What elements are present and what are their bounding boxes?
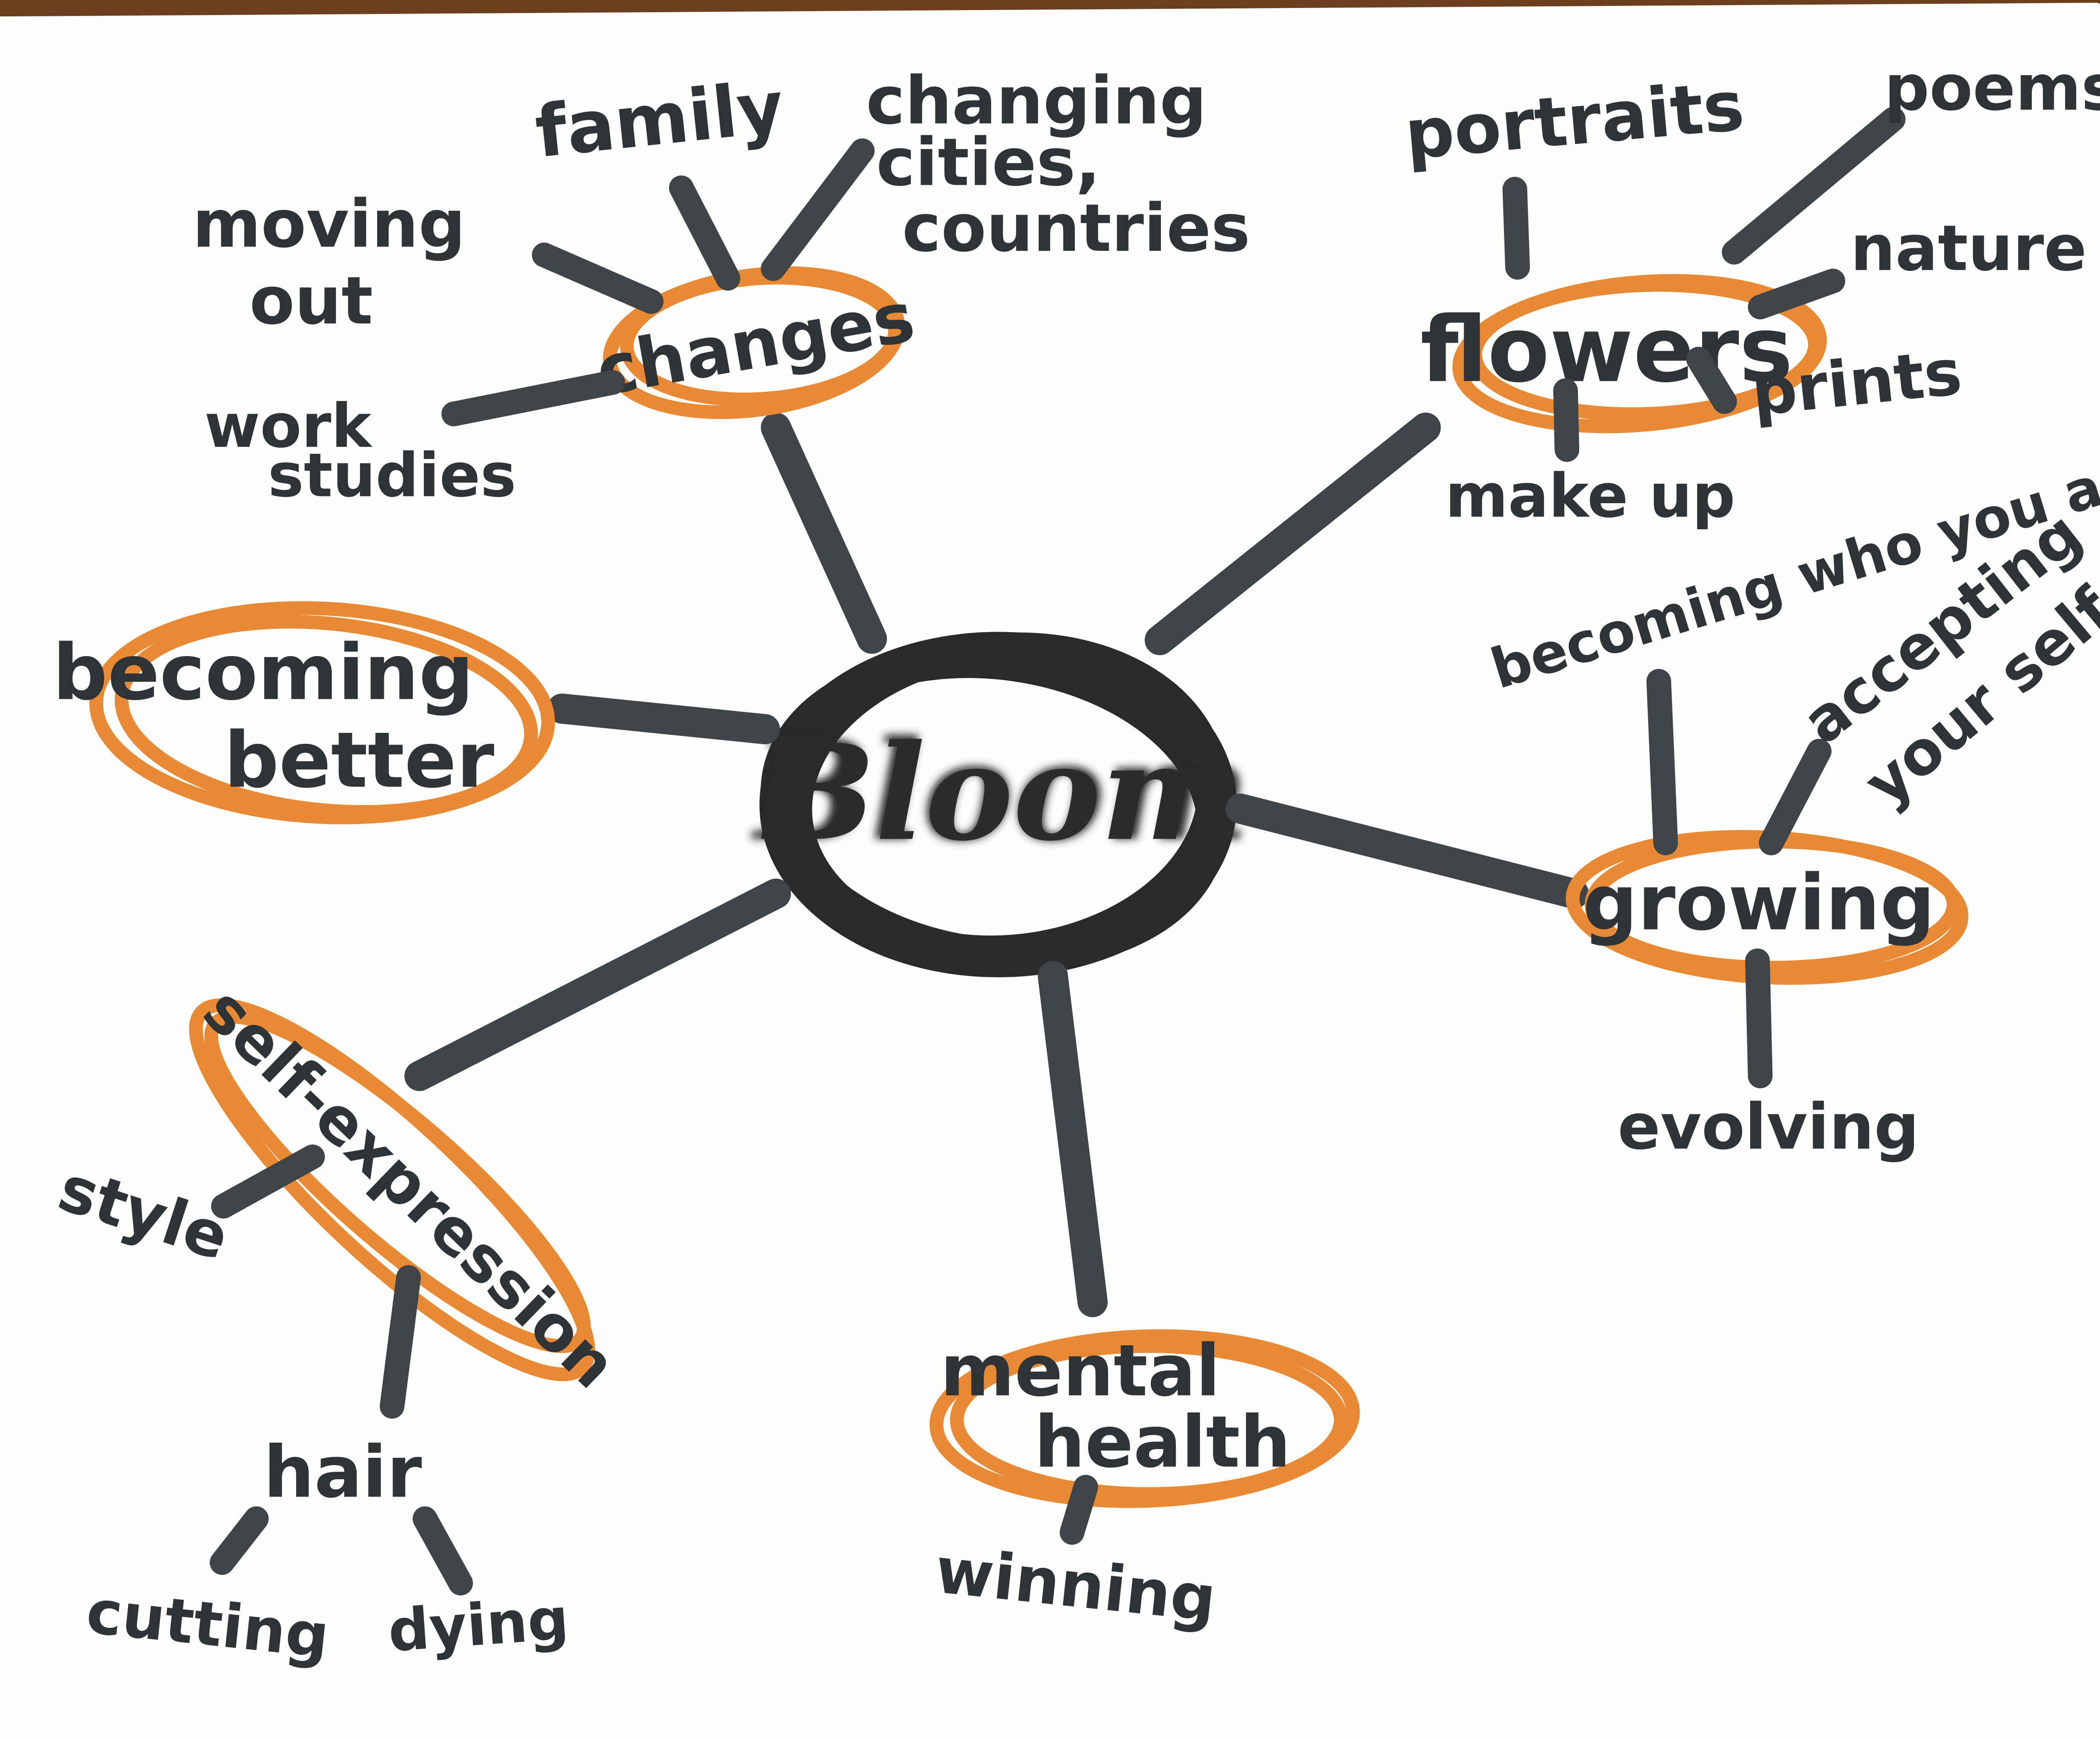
out-text: out [249, 263, 373, 339]
growing-label: growing [1583, 858, 1935, 948]
flowers-label: flowers [1420, 297, 1793, 402]
mental-health-ring-2 [950, 1339, 1348, 1501]
make-up-text: make up [1445, 461, 1735, 531]
link-flowers-poems [1722, 107, 1906, 265]
link-center-growing [1226, 793, 1589, 909]
link-self-expression-hair [380, 1265, 421, 1419]
becoming-text: becoming [52, 628, 474, 717]
link-flowers-nature [1748, 268, 1845, 320]
evolving-text: evolving [1618, 1091, 1919, 1164]
link-mental-health-winning [1060, 1475, 1098, 1545]
work-text: work [205, 391, 373, 461]
link-center-flowers [1144, 412, 1441, 655]
studies-text: studies [268, 440, 516, 510]
branch-becoming-better: becoming better [52, 601, 555, 824]
link-changes-changing [761, 138, 875, 281]
link-center-becoming-better [547, 693, 780, 745]
link-center-changes [761, 412, 887, 654]
link-flowers-prints [1686, 347, 1737, 414]
flowers-ring-2 [1468, 278, 1822, 421]
link-changes-moving-out [532, 242, 664, 314]
central-node-bloom: Bloom Bloom [750, 632, 1250, 977]
link-hair-dying [412, 1506, 473, 1596]
link-growing-accepting [1759, 738, 1832, 856]
link-changes-family [669, 175, 740, 291]
link-center-self-expression [404, 878, 791, 1091]
link-growing-becoming-who [1646, 669, 1678, 856]
link-flowers-make-up [1553, 378, 1580, 462]
center-word: Bloom [760, 715, 1240, 870]
nature-text: nature [1851, 212, 2087, 285]
link-hair-cutting [210, 1506, 269, 1575]
countries-text: countries [902, 190, 1250, 266]
poems-text: poems [1884, 52, 2100, 125]
dying-text: dying [386, 1586, 571, 1665]
mental-text: mental [940, 1329, 1221, 1412]
link-growing-evolving [1745, 948, 1773, 1089]
cities-text: cities, [876, 124, 1100, 201]
link-center-mental-health [1037, 961, 1108, 1318]
center-word-glow: Bloom [750, 710, 1250, 871]
link-self-expression-style [211, 1144, 325, 1219]
better-text: better [224, 716, 494, 805]
link-changes-work [441, 370, 625, 426]
changing-text: changing [866, 63, 1207, 139]
center-ring-3 [761, 648, 1227, 970]
hair-text: hair [263, 1431, 422, 1514]
self-expression-ring-2 [204, 1010, 591, 1353]
becoming-better-ring-1 [89, 601, 555, 824]
becoming-better-ring-2 [115, 614, 538, 819]
changes-ring-2 [620, 270, 902, 407]
health-text: health [1034, 1401, 1291, 1484]
moving-text: moving [192, 186, 465, 262]
link-flowers-portraits [1502, 176, 1530, 280]
